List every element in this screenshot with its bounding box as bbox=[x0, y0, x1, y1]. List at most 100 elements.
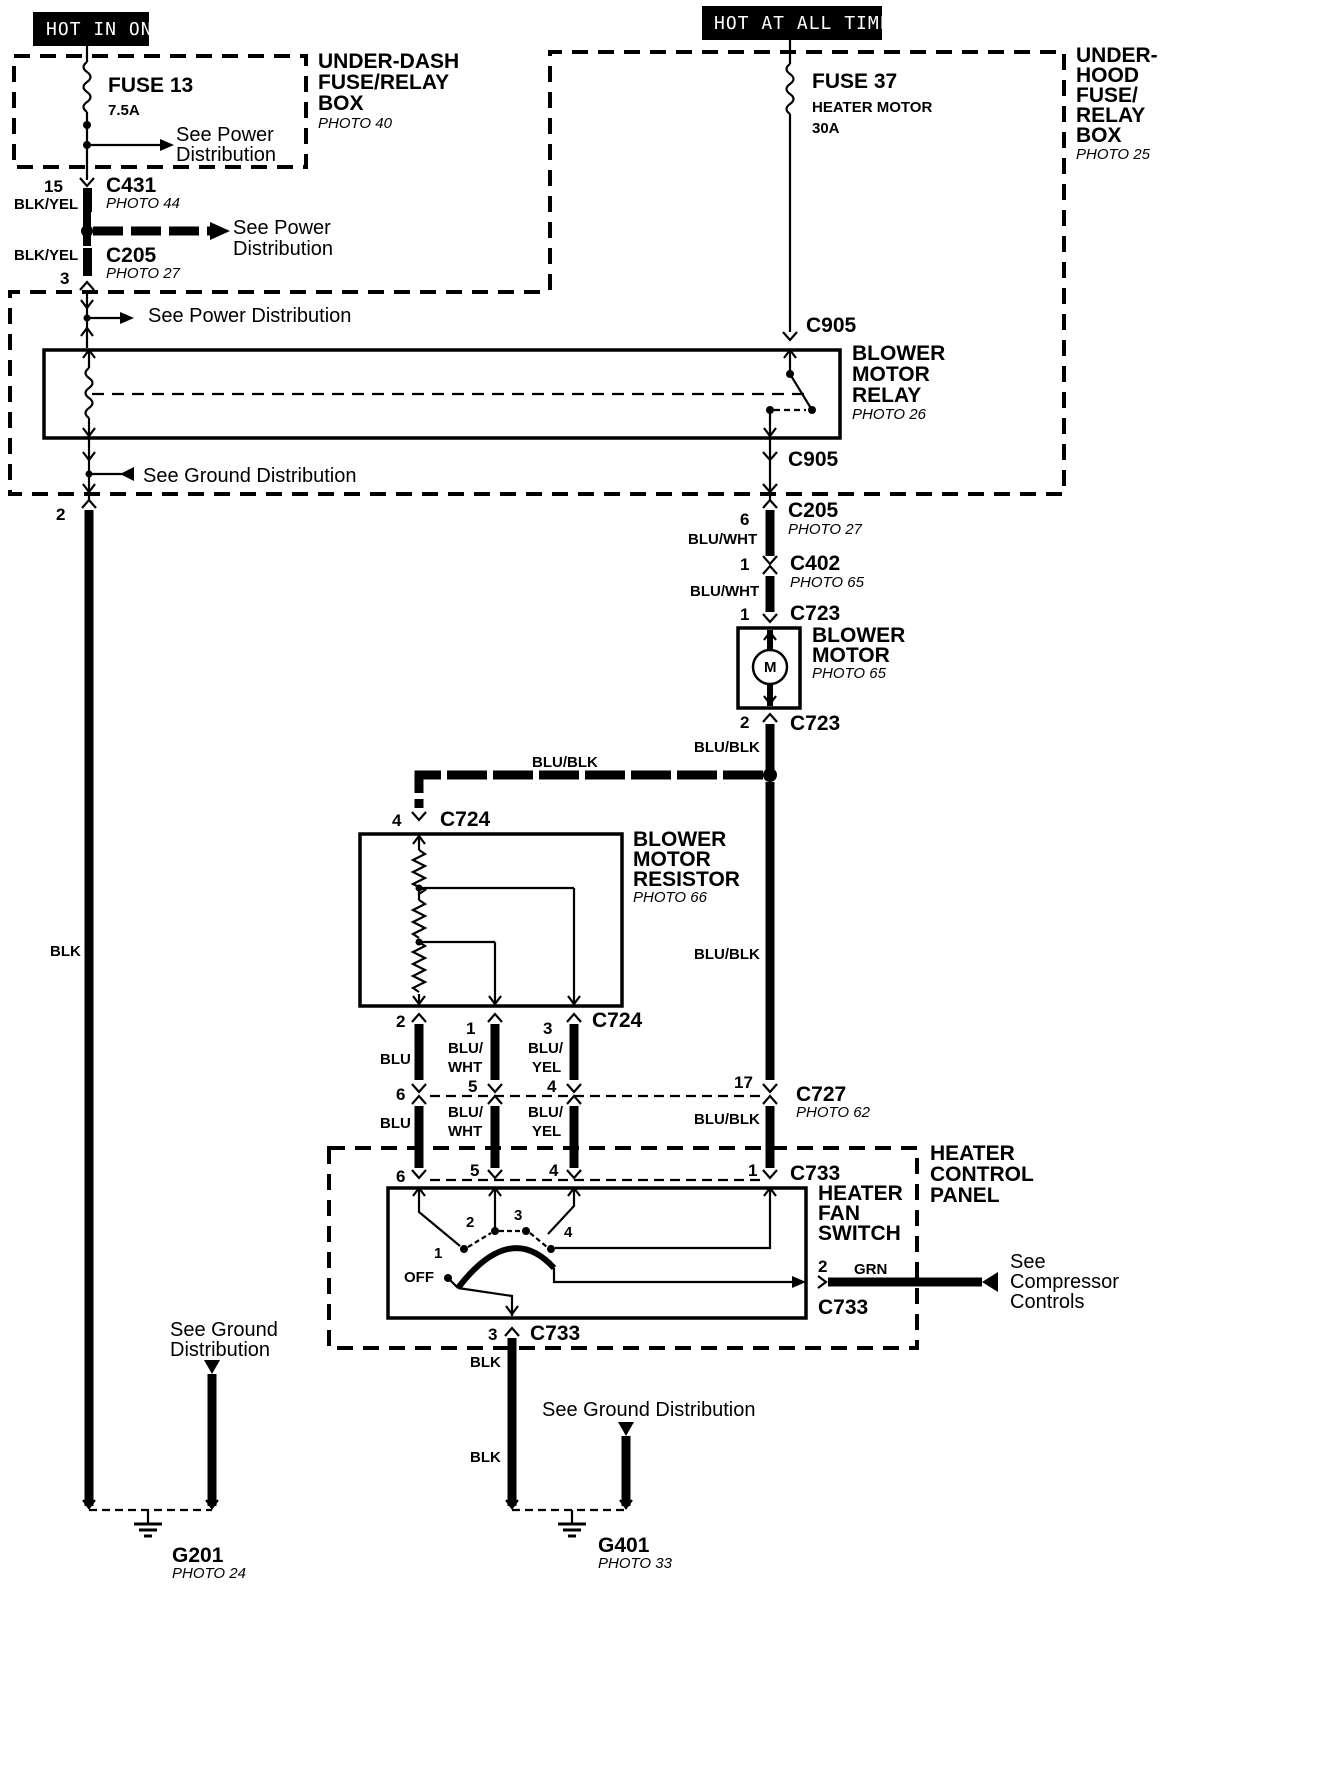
c723-name-top: C723 bbox=[790, 602, 840, 625]
under-hood-title-3: FUSE/ bbox=[1076, 84, 1138, 107]
under-dash-title-1: UNDER-DASH bbox=[318, 50, 459, 73]
relay-title-1: BLOWER bbox=[852, 342, 945, 365]
g201-photo: PHOTO 24 bbox=[172, 1565, 246, 1582]
heater-fan-switch-box bbox=[386, 1186, 808, 1320]
relay-title-2: MOTOR bbox=[852, 363, 930, 386]
c402-photo: PHOTO 65 bbox=[790, 574, 865, 591]
fuse-37-rating: 30A bbox=[812, 120, 840, 137]
relay-title-3: RELAY bbox=[852, 384, 921, 407]
fan-switch-title-1: HEATER bbox=[818, 1182, 903, 1205]
relay-coil bbox=[82, 348, 810, 438]
fuse-13 bbox=[82, 46, 174, 180]
under-hood-title-2: HOOD bbox=[1076, 64, 1139, 87]
c724-pin-b: 1 bbox=[466, 1019, 475, 1038]
wire-lower-a: BLU bbox=[380, 1115, 411, 1132]
panel-title-3: PANEL bbox=[930, 1184, 1000, 1207]
grn-arrow bbox=[982, 1272, 998, 1292]
wire-upper-b2: WHT bbox=[448, 1059, 482, 1076]
see-ground-distribution-relay: See Ground Distribution bbox=[143, 465, 356, 487]
fan-pos-4: 4 bbox=[564, 1224, 573, 1241]
wire-upper-a: BLU bbox=[380, 1051, 411, 1068]
c724-name-top: C724 bbox=[440, 808, 491, 831]
fuse-37-name: FUSE 37 bbox=[812, 70, 897, 93]
c727-connector bbox=[411, 1083, 778, 1105]
g401-photo: PHOTO 33 bbox=[598, 1555, 673, 1572]
c205-right-photo: PHOTO 27 bbox=[788, 521, 863, 538]
c723-pin-top: 1 bbox=[740, 605, 749, 624]
c402-pin: 1 bbox=[740, 555, 749, 574]
under-hood-photo: PHOTO 25 bbox=[1076, 146, 1151, 163]
resistor-photo: PHOTO 66 bbox=[633, 889, 708, 906]
c431-wire: BLK/YEL bbox=[14, 196, 78, 213]
c402-wire: BLU/WHT bbox=[690, 583, 759, 600]
wire-upper-b1: BLU/ bbox=[448, 1040, 484, 1057]
c724-pin-top: 4 bbox=[392, 811, 402, 830]
c724-pin-a: 2 bbox=[396, 1012, 405, 1031]
ground-right-wire-b: BLK bbox=[470, 1449, 501, 1466]
c905-top: C905 bbox=[806, 314, 857, 337]
under-dash-see-2: Distribution bbox=[176, 144, 276, 166]
fan-switch-title-3: SWITCH bbox=[818, 1222, 901, 1245]
heater-control-panel-outline bbox=[327, 1146, 919, 1350]
splice-arrow bbox=[210, 222, 230, 240]
grn-see-2: Compressor bbox=[1010, 1271, 1119, 1293]
fan-switch-contacts bbox=[412, 1186, 806, 1316]
fan-pos-off: OFF bbox=[404, 1269, 434, 1286]
c205-left-photo: PHOTO 27 bbox=[106, 265, 181, 282]
c733-name-top: C733 bbox=[790, 1162, 840, 1185]
c733-pin-b: 5 bbox=[470, 1161, 479, 1180]
c431-name: C431 bbox=[106, 174, 157, 197]
fan-pos-3: 3 bbox=[514, 1207, 522, 1224]
c402-name: C402 bbox=[790, 552, 840, 575]
c205-left-connector bbox=[79, 248, 95, 291]
c733-pin-c: 4 bbox=[549, 1161, 559, 1180]
splice-point bbox=[81, 225, 93, 237]
blower-motor-relay-box bbox=[42, 348, 842, 440]
blower-motor-photo: PHOTO 65 bbox=[812, 665, 887, 682]
c724-pin-c: 3 bbox=[543, 1019, 552, 1038]
resistor-title-3: RESISTOR bbox=[633, 868, 740, 891]
c727-photo: PHOTO 62 bbox=[796, 1104, 871, 1121]
c733-pin-a: 6 bbox=[396, 1167, 405, 1186]
ground-right-wire-a: BLK bbox=[470, 1354, 501, 1371]
hot-in-on-tag: HOT IN ON bbox=[33, 12, 152, 46]
splice-see-1: See Power bbox=[233, 217, 331, 239]
fan-switch-title-2: FAN bbox=[818, 1202, 860, 1225]
c431-pin: 15 bbox=[44, 177, 63, 196]
blower-motor-title-2: MOTOR bbox=[812, 644, 890, 667]
fan-pos-1: 1 bbox=[434, 1245, 442, 1262]
c205-right-name: C205 bbox=[788, 499, 839, 522]
under-hood-box-outline bbox=[8, 50, 1066, 496]
grn-see-3: Controls bbox=[1010, 1291, 1084, 1313]
under-hood-title-4: RELAY bbox=[1076, 104, 1145, 127]
c727-pin-d: 17 bbox=[734, 1073, 753, 1092]
blower-motor-resistor-box bbox=[358, 832, 624, 1008]
g401-name: G401 bbox=[598, 1534, 650, 1557]
panel-title-2: CONTROL bbox=[930, 1163, 1034, 1186]
c733-name-gnd: C733 bbox=[530, 1322, 580, 1345]
hot-at-all-times-tag: HOT AT ALL TIMES bbox=[702, 6, 902, 40]
under-dash-photo: PHOTO 40 bbox=[318, 115, 393, 132]
ground-left-see-1: See Ground bbox=[170, 1319, 278, 1341]
wire-lower-c1: BLU/ bbox=[528, 1104, 564, 1121]
c431-photo: PHOTO 44 bbox=[106, 195, 180, 212]
left-wire-blk: BLK bbox=[50, 943, 81, 960]
blower-motor-title-1: BLOWER bbox=[812, 624, 905, 647]
c723-pin-bottom: 2 bbox=[740, 713, 749, 732]
c205-left-pin: 3 bbox=[60, 269, 69, 288]
c727-name: C727 bbox=[796, 1083, 846, 1106]
blower-motor-box bbox=[736, 626, 802, 710]
c724-name-bottom: C724 bbox=[592, 1009, 643, 1032]
c723-wire-out: BLU/BLK bbox=[694, 739, 760, 756]
relay-switch bbox=[763, 348, 816, 438]
grn-wire-label: GRN bbox=[854, 1261, 887, 1278]
under-hood-title-5: BOX bbox=[1076, 124, 1122, 147]
blu-blk-splice bbox=[763, 768, 777, 782]
c205-left-name: C205 bbox=[106, 244, 157, 267]
under-hood-title-1: UNDER- bbox=[1076, 44, 1158, 67]
fuse-37-desc: HEATER MOTOR bbox=[812, 99, 932, 116]
fan-pos-2: 2 bbox=[466, 1214, 474, 1231]
fuse-13-rating: 7.5A bbox=[108, 102, 140, 119]
g201-name: G201 bbox=[172, 1544, 224, 1567]
motor-symbol-letter: M bbox=[764, 659, 777, 676]
